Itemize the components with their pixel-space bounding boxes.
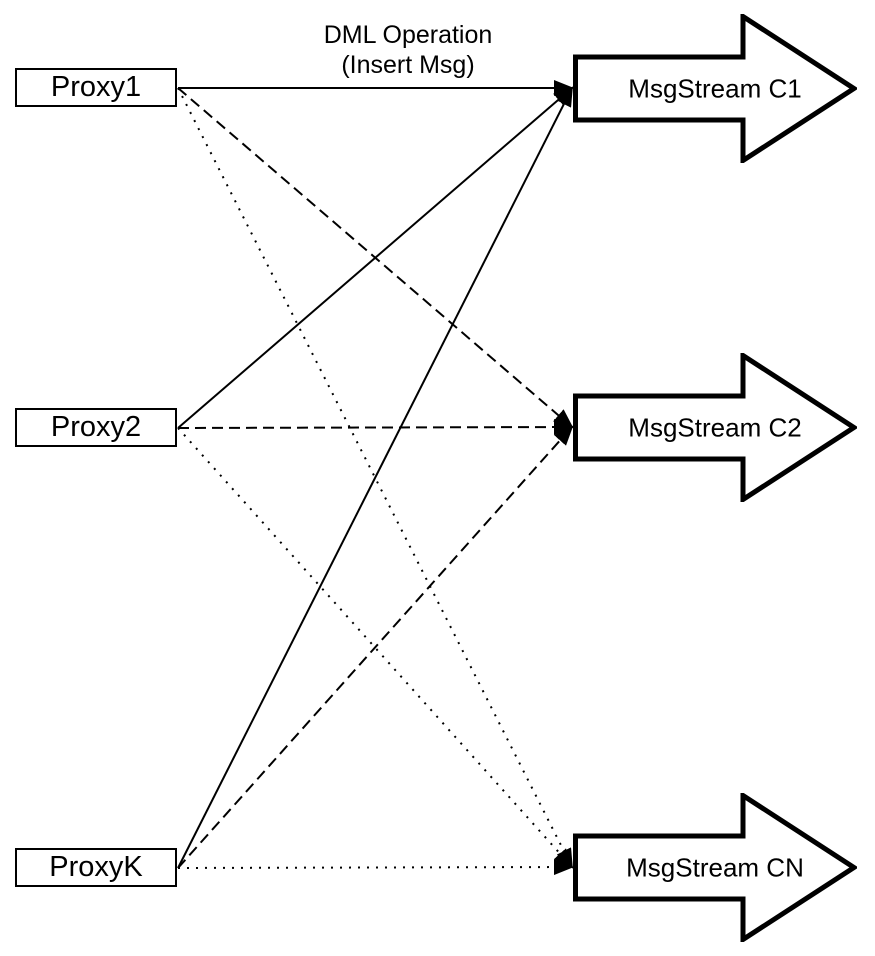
msgstream-cn-label: MsgStream CN bbox=[626, 852, 804, 882]
proxyk-label: ProxyK bbox=[49, 851, 143, 883]
proxy1-node: Proxy1 bbox=[15, 68, 177, 107]
msgstream-c1-node: MsgStream C1 bbox=[573, 14, 857, 163]
edge-proxy1-to-c2 bbox=[177, 87, 574, 429]
msgstream-cn-node: MsgStream CN bbox=[573, 793, 857, 942]
edge-proxyk-to-c1 bbox=[177, 86, 573, 869]
edge-proxy1-to-cn bbox=[177, 87, 573, 869]
proxy2-node: Proxy2 bbox=[15, 408, 177, 447]
big-arrow-icon bbox=[573, 14, 857, 163]
proxy2-label: Proxy2 bbox=[50, 411, 142, 443]
diagram-title: DML Operation (Insert Msg) bbox=[283, 20, 533, 80]
msgstream-c2-node: MsgStream C2 bbox=[573, 353, 857, 502]
edge-proxyk-to-c2 bbox=[177, 425, 574, 869]
big-arrow-icon bbox=[573, 353, 857, 502]
diagram-title-line1: DML Operation bbox=[323, 21, 493, 49]
proxyk-node: ProxyK bbox=[15, 848, 177, 887]
msgstream-c2-label: MsgStream C2 bbox=[628, 412, 802, 442]
msgstream-c1-label: MsgStream C1 bbox=[628, 73, 802, 103]
proxy1-label: Proxy1 bbox=[50, 71, 142, 103]
edge-proxy2-to-c2 bbox=[177, 419, 574, 436]
big-arrow-icon bbox=[573, 793, 857, 942]
diagram-title-line2: (Insert Msg) bbox=[341, 51, 475, 79]
edge-proxyk-to-cn bbox=[177, 859, 574, 876]
